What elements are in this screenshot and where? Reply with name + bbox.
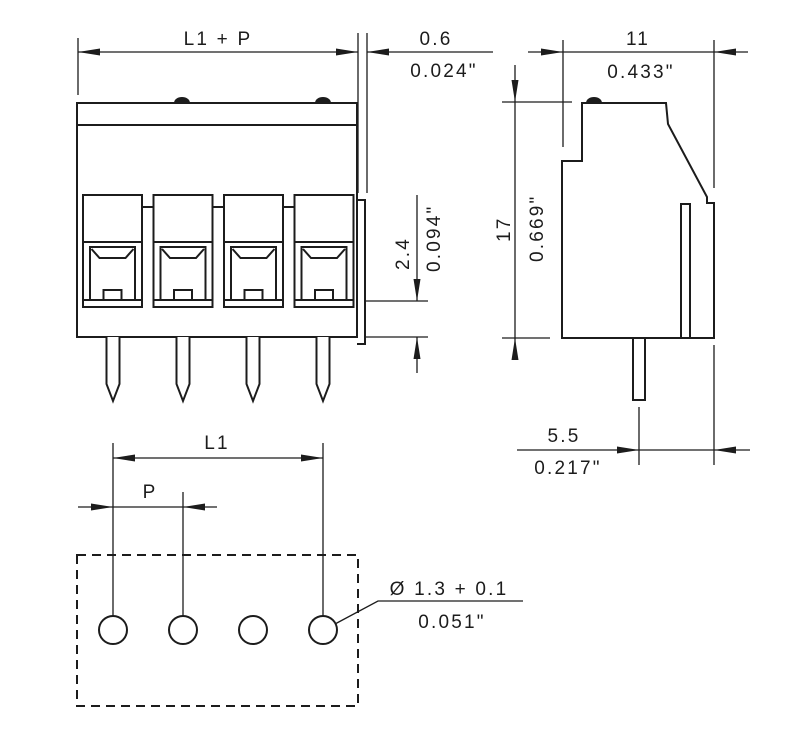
- pin: [245, 337, 261, 404]
- leader-line: [334, 600, 523, 625]
- arrowhead-icon: [301, 454, 323, 462]
- arrowhead-icon: [78, 48, 100, 56]
- front-right-flange: [357, 199, 366, 345]
- arrowhead-icon: [714, 48, 736, 56]
- pcb-outline: [76, 554, 359, 707]
- dim-2-4-mm-label: 2.4: [393, 237, 414, 270]
- arrowhead-icon: [714, 446, 736, 454]
- dim-0-6-mm-label: 0.6: [419, 29, 452, 50]
- dim-5-5-inch-label: 0.217": [534, 458, 602, 479]
- pin: [175, 337, 191, 404]
- dim-5-5: 5.5 0.217": [517, 345, 750, 479]
- dim-2-4-inch-label: 0.094": [424, 205, 445, 273]
- dim-p-label: P: [143, 482, 158, 503]
- dim-17: 17 0.669": [494, 65, 572, 360]
- side-view-dimensions: 11 0.433" 17 0.669" 5.5 0.217": [494, 29, 750, 479]
- dim-l1-label: L1: [204, 433, 230, 454]
- drill-hole: [238, 615, 268, 645]
- dim-l1-plus-p: L1 + P: [77, 29, 368, 193]
- dim-0-6-inch-label: 0.024": [410, 61, 478, 82]
- screw-bump: [585, 97, 603, 104]
- front-view: [76, 97, 366, 404]
- dim-11: 11 0.433": [528, 29, 748, 188]
- dim-5-5-mm-label: 5.5: [547, 426, 580, 447]
- dim-11-inch-label: 0.433": [607, 62, 675, 83]
- dim-p: P: [78, 482, 217, 616]
- dim-hole-inch-label: 0.051": [418, 612, 486, 633]
- arrowhead-icon: [541, 48, 563, 56]
- dim-2-4: 2.4 0.094": [365, 195, 445, 373]
- bottom-view-dimensions: L1 P Ø 1.3 + 0.1 0.051": [78, 433, 523, 633]
- side-slot: [680, 203, 691, 338]
- arrowhead-icon: [336, 48, 358, 56]
- front-body: [76, 102, 358, 338]
- arrowhead-icon: [511, 338, 519, 360]
- bottom-view: [76, 554, 359, 707]
- clamp: [223, 194, 284, 308]
- arrowhead-icon: [617, 446, 639, 454]
- dim-17-mm-label: 17: [494, 216, 515, 242]
- dim-17-inch-label: 0.669": [527, 195, 548, 263]
- arrowhead-icon: [113, 454, 135, 462]
- clamp: [152, 194, 214, 308]
- hole-diameter-callout: Ø 1.3 + 0.1 0.051": [334, 579, 523, 633]
- arrowhead-icon: [413, 279, 421, 301]
- pin: [105, 337, 121, 404]
- arrowhead-icon: [367, 48, 389, 56]
- clamp: [82, 194, 143, 308]
- arrowhead-icon: [413, 337, 421, 359]
- screw-bump: [173, 97, 191, 104]
- dim-11-mm-label: 11: [626, 29, 650, 50]
- dim-hole-mm-label: Ø 1.3 + 0.1: [390, 579, 509, 600]
- dim-0-6: 0.6 0.024": [367, 29, 493, 82]
- pin: [315, 337, 331, 404]
- arrowhead-icon: [91, 503, 113, 511]
- arrowhead-icon: [511, 80, 519, 102]
- screw-bump: [314, 97, 332, 104]
- side-pin: [632, 337, 646, 401]
- arrowhead-icon: [183, 503, 205, 511]
- clamp: [293, 194, 355, 308]
- side-view: [561, 97, 715, 401]
- dim-l1: L1: [112, 433, 324, 616]
- dim-l1-plus-p-label: L1 + P: [184, 29, 253, 50]
- front-view-dimensions: L1 + P 0.6 0.024" 2.4 0.094": [77, 29, 493, 373]
- side-profile: [561, 102, 715, 339]
